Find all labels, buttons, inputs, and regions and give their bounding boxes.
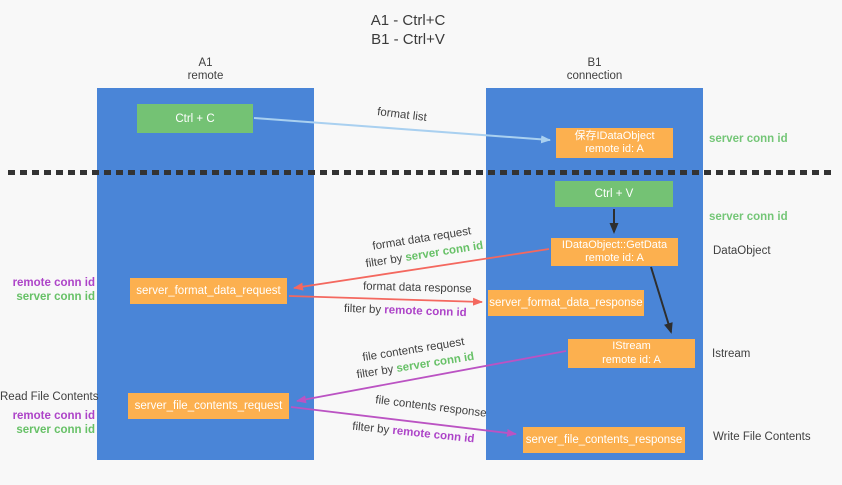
node-save-idataobject-line2: remote id: A bbox=[585, 143, 644, 155]
label-format-data-response: format data response bbox=[362, 280, 472, 296]
right-column-header: B1 connection bbox=[486, 57, 703, 83]
left-remote-conn-id-2: remote conn id bbox=[12, 410, 95, 422]
node-server-file-contents-response-label: server_file_contents_response bbox=[525, 434, 683, 446]
right-server-conn-id-mid: server conn id bbox=[709, 211, 788, 223]
title-line-1: A1 - Ctrl+C bbox=[370, 12, 446, 29]
dotted-separator bbox=[8, 170, 836, 175]
right-label-istream: Istream bbox=[712, 348, 751, 360]
label-filter-by-remote-conn-id-2: filter by remote conn id bbox=[352, 421, 475, 446]
left-label-read-file-contents: Read File Contents bbox=[0, 391, 99, 403]
left-column-name: A1 bbox=[198, 57, 213, 69]
node-ctrl-v-label: Ctrl + V bbox=[594, 188, 634, 200]
node-ctrl-c-label: Ctrl + C bbox=[175, 112, 215, 125]
node-save-idataobject: 保存IDataObject remote id: A bbox=[556, 128, 673, 158]
arrow-format-data-response bbox=[288, 295, 483, 306]
right-server-conn-id-top: server conn id bbox=[709, 133, 788, 145]
left-column-role: remote bbox=[187, 70, 224, 82]
right-label-dataobject: DataObject bbox=[713, 245, 771, 257]
node-server-format-data-response: server_format_data_response bbox=[488, 290, 644, 316]
remote-conn-id-text: remote conn id bbox=[391, 424, 475, 446]
filter-by-text: filter by bbox=[364, 252, 407, 271]
node-ctrl-v: Ctrl + V bbox=[555, 181, 673, 207]
left-conn-id-group-2: remote conn id server conn id bbox=[0, 410, 95, 437]
right-label-write-file-contents: Write File Contents bbox=[713, 431, 811, 443]
remote-conn-id-text: remote conn id bbox=[384, 304, 467, 320]
node-server-format-data-request: server_format_data_request bbox=[130, 278, 287, 304]
node-server-format-data-response-label: server_format_data_response bbox=[489, 297, 643, 309]
filter-by-text: filter by bbox=[343, 302, 385, 317]
node-istream: IStream remote id: A bbox=[568, 339, 695, 368]
node-istream-line1: IStream bbox=[612, 340, 651, 352]
left-conn-id-group-1: remote conn id server conn id bbox=[0, 277, 95, 304]
label-filter-by-remote-conn-id-1: filter by remote conn id bbox=[344, 303, 467, 319]
left-server-conn-id-1: server conn id bbox=[16, 290, 95, 303]
left-server-conn-id-2: server conn id bbox=[16, 423, 95, 436]
left-column-header: A1 remote bbox=[97, 57, 314, 83]
node-server-file-contents-request: server_file_contents_request bbox=[128, 393, 289, 419]
node-ctrl-c: Ctrl + C bbox=[137, 104, 253, 133]
node-server-format-data-request-label: server_format_data_request bbox=[136, 285, 281, 297]
label-format-list: format list bbox=[376, 106, 428, 124]
node-save-idataobject-line1: 保存IDataObject bbox=[574, 129, 655, 142]
filter-by-text: filter by bbox=[351, 420, 394, 437]
right-column-name: B1 bbox=[587, 57, 602, 69]
left-remote-conn-id-1: remote conn id bbox=[12, 277, 95, 289]
right-column-role: connection bbox=[566, 70, 623, 82]
diagram-title: A1 - Ctrl+C B1 - Ctrl+V bbox=[308, 11, 508, 49]
title-line-2: B1 - Ctrl+V bbox=[371, 31, 445, 48]
node-server-file-contents-request-label: server_file_contents_request bbox=[134, 400, 283, 412]
label-file-contents-response: file contents response bbox=[374, 394, 488, 420]
filter-by-text: filter by bbox=[355, 363, 398, 382]
node-idataobject-getdata-line2: remote id: A bbox=[585, 252, 644, 264]
node-istream-line2: remote id: A bbox=[602, 353, 661, 366]
node-server-file-contents-response: server_file_contents_response bbox=[523, 427, 685, 453]
node-idataobject-getdata-line1: IDataObject::GetData bbox=[561, 238, 668, 251]
node-idataobject-getdata: IDataObject::GetData remote id: A bbox=[551, 238, 678, 266]
